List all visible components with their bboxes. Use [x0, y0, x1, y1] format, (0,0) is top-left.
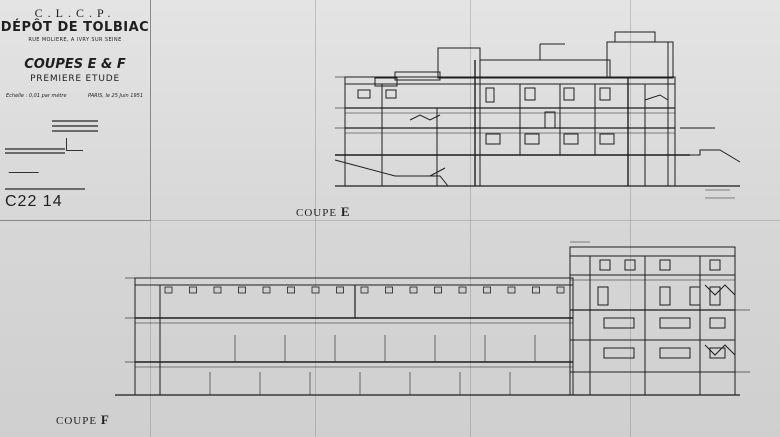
approval-text: [5, 146, 65, 156]
window: [336, 286, 344, 294]
fold-line: [0, 220, 780, 221]
title-block: C.L.C.P. DÉPÔT DE TOLBIAC RUE MOLIERE, A…: [0, 0, 151, 221]
street-address: RUE MOLIERE, A IVRY SUR SEINE: [28, 37, 122, 43]
window: [287, 286, 295, 294]
section-e-label: COUPE E: [296, 204, 350, 220]
architect-text-block: [52, 117, 98, 139]
depot-name: DÉPÔT DE TOLBIAC: [0, 20, 150, 35]
window: [507, 286, 516, 294]
window: [164, 286, 173, 294]
signature-mark: [66, 138, 83, 151]
section-f-drawing: [115, 241, 750, 396]
window: [262, 286, 271, 294]
window: [360, 286, 369, 294]
section-f-label: COUPE F: [56, 412, 110, 428]
window: [213, 286, 222, 294]
window: [409, 286, 418, 294]
window: [556, 286, 565, 294]
drawing-number: C22 14: [5, 193, 63, 210]
section-e-letter: E: [340, 204, 351, 219]
section-f-word: COUPE: [56, 415, 98, 427]
sections-title: COUPES E & F: [24, 57, 126, 72]
window: [189, 286, 197, 294]
window: [532, 286, 540, 294]
section-f-letter: F: [100, 412, 110, 427]
registration-line: [5, 188, 85, 190]
organization-name: C.L.C.P.: [34, 6, 116, 20]
date-note: PARIS, le 25 Juin 1951: [88, 93, 144, 99]
fold-line: [315, 0, 316, 437]
window: [385, 286, 393, 294]
window: [238, 286, 246, 294]
section-f-windows: [164, 286, 565, 294]
scale-note: Echelle : 0,01 par mètre: [6, 93, 67, 99]
fold-line: [630, 0, 631, 437]
window: [311, 286, 320, 294]
section-e-word: COUPE: [296, 207, 338, 219]
section-e-drawing: [334, 31, 741, 199]
window: [434, 286, 442, 294]
window: [458, 286, 467, 294]
study-stage: PREMIERE ETUDE: [30, 74, 120, 84]
window: [483, 286, 491, 294]
fold-line: [470, 0, 471, 437]
